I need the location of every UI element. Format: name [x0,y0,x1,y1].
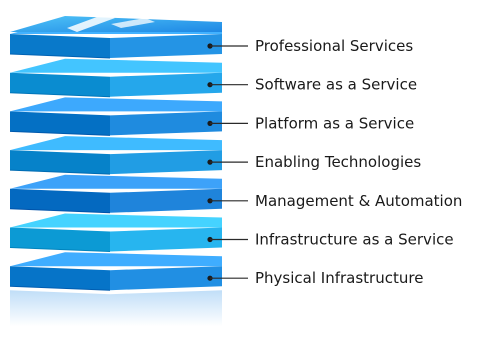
layer-5: Management & Automation [9,174,462,214]
layer-label: Physical Infrastructure [255,269,423,287]
layer-top-face [10,136,222,151]
layer-4: Enabling Technologies [9,136,421,175]
top-pattern-a [67,14,115,32]
layer-stack: Physical Infrastructure Infrastructure as… [9,20,462,291]
layer-edge [9,169,111,175]
stack-top-cap [10,6,222,32]
layer-edge [9,247,111,252]
top-pattern-c [111,18,155,28]
layer-edge [9,285,111,291]
layer-top-face [10,252,222,267]
layer-top-face [10,58,222,73]
layer-left-face [10,72,110,97]
layer-left-face [10,227,110,252]
layer-left-face [10,34,110,58]
layer-right-face [110,150,222,175]
layer-label: Management & Automation [255,192,462,210]
layer-edge [9,208,111,214]
layer-label: Platform as a Service [255,114,414,132]
layer-right-face [110,34,222,58]
layer-6: Infrastructure as a Service [9,213,454,252]
layer-right-face [110,227,222,252]
layer-top-face [10,97,222,112]
layer-label: Enabling Technologies [255,153,421,171]
layer-2: Software as a Service [9,58,417,98]
layer-edge [9,92,111,98]
reflection-shape [10,290,222,327]
layer-right-face [110,111,222,136]
layer-left-face [10,266,110,291]
layer-edge [9,130,111,136]
top-pattern-b [109,6,151,16]
layer-3: Platform as a Service [9,97,414,136]
stack-reflection [10,290,222,327]
layer-right-face [110,72,222,97]
layer-top-face [10,174,222,189]
layer-left-face [10,111,110,136]
layer-edge [9,53,111,59]
layer-right-face [110,266,222,291]
layer-7: Physical Infrastructure [9,252,423,291]
layer-label: Infrastructure as a Service [255,231,454,249]
layer-top-face [10,213,222,228]
layer-label: Software as a Service [255,76,417,94]
layer-right-face [110,188,222,213]
layer-left-face [10,150,110,175]
layer-label: Professional Services [255,37,413,55]
layer-left-face [10,188,110,213]
